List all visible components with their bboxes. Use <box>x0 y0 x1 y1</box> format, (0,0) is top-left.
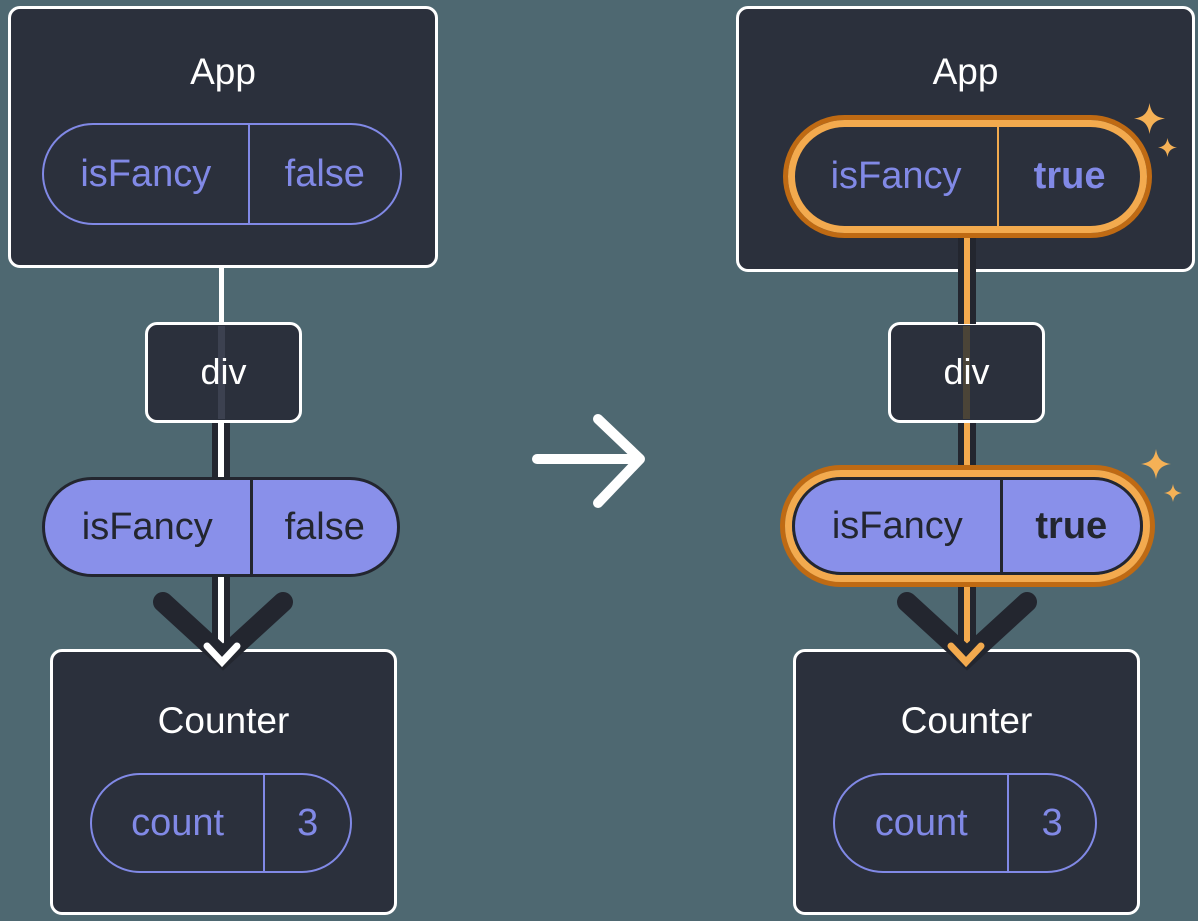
after-prop-pill-highlight-ring: isFancy true <box>785 470 1150 582</box>
prop-pill-value: true <box>999 480 1140 572</box>
after-app-state-pill: isFancy true <box>795 127 1140 226</box>
arrow-down-icon <box>897 592 1037 671</box>
before-connector-pill-counter-core <box>218 577 224 660</box>
after-counter-title: Counter <box>900 700 1033 741</box>
arrow-down-icon <box>153 592 293 671</box>
after-connector-through-div <box>963 326 970 419</box>
after-app-title: App <box>932 51 999 92</box>
after-div-node-label: div <box>943 351 990 392</box>
before-prop-pill: isFancy false <box>42 477 400 577</box>
after-app-state-pill-highlight-ring: isFancy true <box>788 120 1147 233</box>
after-prop-pill: isFancy true <box>792 477 1143 575</box>
sparkle-icon <box>1158 138 1177 157</box>
before-counter-state-pill: count 3 <box>90 773 352 873</box>
sparkle-icon <box>1141 449 1171 479</box>
state-pill-key: count <box>131 801 225 844</box>
after-connector-div-pill-core <box>964 423 970 477</box>
state-pill-key: count <box>874 801 968 844</box>
before-connector-app-div <box>219 266 224 324</box>
sparkle-icon <box>1164 484 1182 502</box>
before-counter-title: Counter <box>157 700 290 741</box>
right-arrow-icon <box>532 414 645 508</box>
after-counter-state-pill: count 3 <box>833 773 1097 873</box>
before-app-title: App <box>190 51 256 92</box>
state-pill-value: true <box>997 127 1140 226</box>
sparkle-icon <box>1134 103 1165 134</box>
before-connector-through-div <box>218 326 225 419</box>
state-pill-value: 3 <box>263 775 350 871</box>
prop-pill-key: isFancy <box>831 504 963 547</box>
prop-pill-value: false <box>249 480 398 574</box>
before-connector-div-pill-core <box>218 423 224 477</box>
before-div-node-label: div <box>200 351 247 392</box>
prop-pill-key: isFancy <box>81 505 213 548</box>
state-pill-value: 3 <box>1007 775 1095 871</box>
state-pill-value: false <box>247 125 400 223</box>
after-connector-pill-counter-core <box>964 585 970 663</box>
before-app-state-pill: isFancy false <box>42 123 402 225</box>
state-pill-key: isFancy <box>80 152 212 195</box>
state-pill-key: isFancy <box>830 155 962 197</box>
after-connector-app-div-core <box>964 236 970 324</box>
